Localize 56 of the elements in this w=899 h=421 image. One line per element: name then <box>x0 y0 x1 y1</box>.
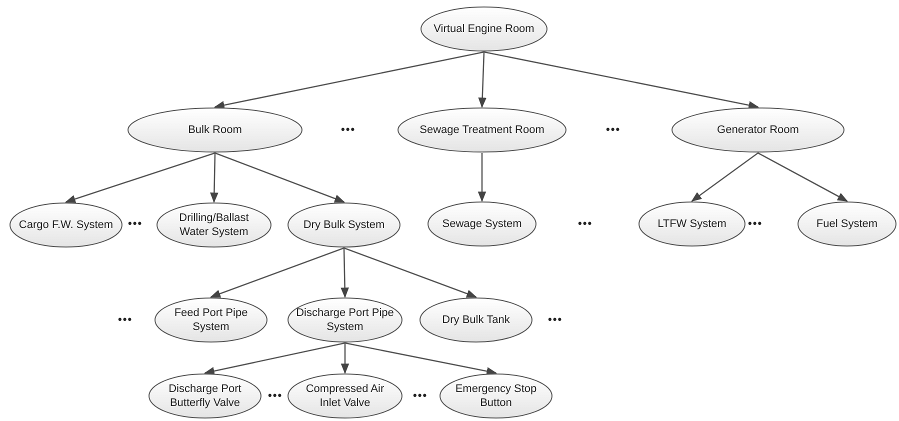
node-label: Emergency Stop Button <box>454 382 538 410</box>
ellipse-node <box>427 201 537 247</box>
ellipsis-mark: ••• <box>748 218 763 230</box>
ellipse-node <box>156 202 272 248</box>
arrow <box>478 52 486 108</box>
arrow <box>340 248 349 298</box>
ellipse-node <box>397 107 567 153</box>
node-label: Bulk Room <box>188 123 242 137</box>
ellipse-node <box>127 107 303 153</box>
ellipsis-mark: ••• <box>548 314 563 326</box>
node-label: Sewage Treatment Room <box>420 123 544 137</box>
arrow <box>758 152 848 202</box>
node-label: Sewage System <box>442 217 522 231</box>
ellipse-node <box>9 202 123 248</box>
node-label: Drilling/Ballast Water System <box>178 211 250 239</box>
ellipse-node <box>287 297 403 343</box>
node-label: Virtual Engine Room <box>434 22 534 36</box>
ellipsis-mark: ••• <box>413 390 428 402</box>
arrow <box>344 342 498 376</box>
ellipsis-mark: ••• <box>578 218 593 230</box>
arrow <box>214 51 484 110</box>
ellipse-node <box>287 202 401 248</box>
ellipsis-mark: ••• <box>128 218 143 230</box>
node-label: Fuel System <box>816 217 878 231</box>
arrow <box>691 152 758 202</box>
arrow <box>344 247 477 298</box>
ellipse-node <box>671 107 845 153</box>
ellipse-node <box>439 373 553 419</box>
ellipse-node <box>419 297 533 343</box>
ellipse-node <box>154 297 268 343</box>
node-label: LTFW System <box>658 217 726 231</box>
node-label: Generator Room <box>717 123 799 137</box>
arrow <box>214 152 345 203</box>
ellipse-node <box>797 201 897 247</box>
arrow <box>210 247 344 298</box>
node-label: Dry Bulk System <box>303 218 385 232</box>
ellipse-node <box>638 201 746 247</box>
node-label: Compressed Air Inlet Valve <box>304 382 386 410</box>
ellipsis-mark: ••• <box>268 390 283 402</box>
ellipsis-mark: ••• <box>118 314 133 326</box>
arrow <box>204 342 346 376</box>
ellipsis-mark: ••• <box>341 124 356 136</box>
ellipse-node <box>148 373 262 419</box>
node-label: Discharge Port Butterfly Valve <box>168 382 242 410</box>
arrow <box>340 343 350 374</box>
ellipse-node <box>287 373 403 419</box>
node-label: Cargo F.W. System <box>18 218 114 232</box>
node-label: Feed Port Pipe System <box>173 306 249 334</box>
arrow <box>210 152 218 204</box>
arrow <box>478 153 486 202</box>
ellipsis-mark: ••• <box>606 124 621 136</box>
arrow <box>484 51 760 110</box>
arrow <box>65 152 216 204</box>
node-label: Discharge Port Pipe System <box>295 306 395 334</box>
ellipse-node <box>420 6 548 52</box>
node-label: Dry Bulk Tank <box>442 313 510 327</box>
